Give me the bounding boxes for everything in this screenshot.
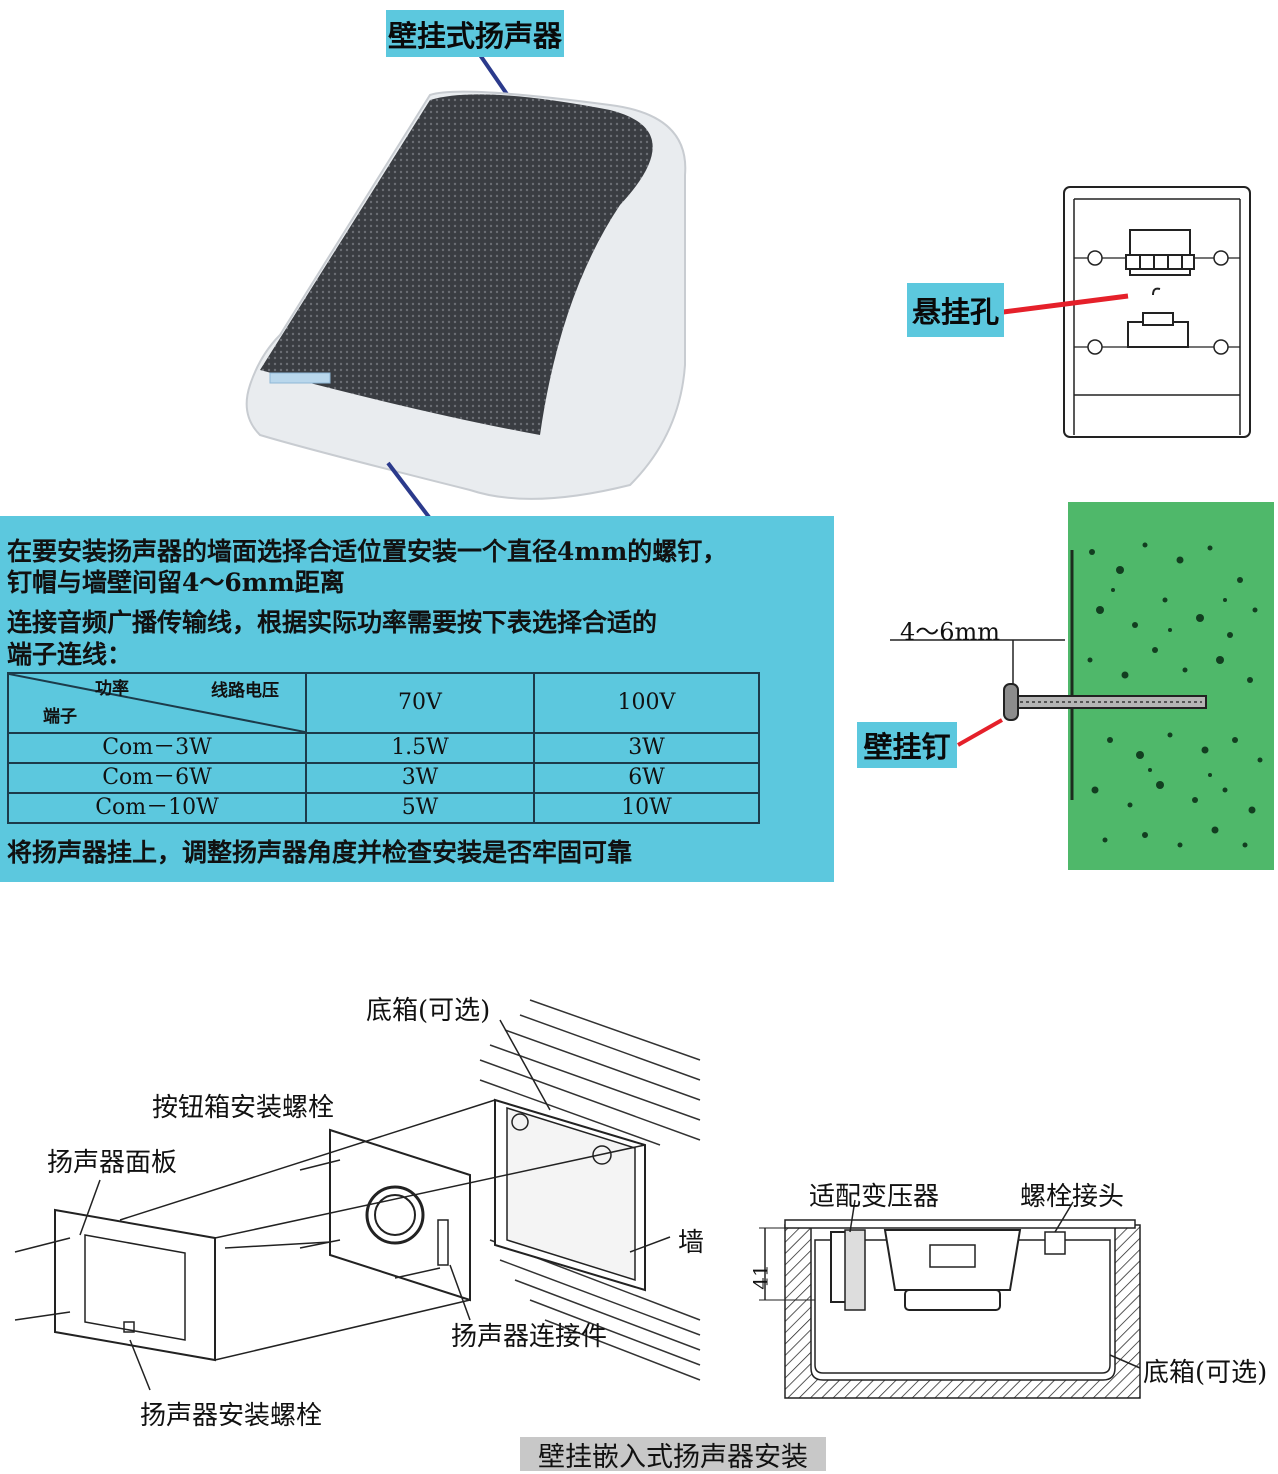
- table-cell: 3W: [305, 762, 535, 794]
- label-bolt-joint: 螺栓接头: [1020, 1182, 1125, 1212]
- header-voltage: 线路电压: [211, 681, 279, 701]
- table-cell: 3W: [533, 732, 760, 764]
- table-row: Com－3W 1.5W 3W: [7, 732, 760, 764]
- callout-wall-nail: 壁挂钉: [857, 722, 957, 768]
- speaker-back-view: [1063, 186, 1251, 438]
- instruction-line-2: 钉帽与墙壁间留4～6mm距离: [7, 568, 345, 597]
- callout-wall-speaker: 壁挂式扬声器: [386, 10, 564, 57]
- table-cell: Com－6W: [7, 762, 307, 794]
- label-depth: 41: [748, 1264, 773, 1290]
- table-row: Com－10W 5W 10W: [7, 792, 760, 824]
- table-cell: 1.5W: [305, 732, 535, 764]
- terminal-table: 功率 线路电压 端子 70V 100V Com－3W 1.5W 3W Com－6…: [7, 672, 760, 824]
- wall-nail-diagram: [890, 502, 1274, 870]
- instruction-line-4: 端子连线：: [7, 640, 133, 669]
- table-col-header: 100V: [533, 672, 760, 734]
- label-transformer: 适配变压器: [809, 1182, 940, 1212]
- header-terminal: 端子: [43, 707, 77, 727]
- label-speaker-connector: 扬声器连接件: [451, 1322, 608, 1352]
- speaker-illustration: [245, 55, 687, 525]
- label-speaker-panel: 扬声器面板: [47, 1148, 178, 1178]
- header-power: 功率: [95, 679, 129, 699]
- table-cell: Com－10W: [7, 792, 307, 824]
- table-cell: 10W: [533, 792, 760, 824]
- table-header-diagonal: 功率 线路电压 端子: [7, 672, 307, 734]
- embedded-section-drawing: [759, 1199, 1141, 1399]
- instruction-line-1: 在要安装扬声器的墙面选择合适位置安装一个直径4mm的螺钉，: [7, 537, 728, 566]
- label-back-box-section: 底箱(可选): [1143, 1358, 1268, 1388]
- figure-caption: 壁挂嵌入式扬声器安装: [520, 1437, 826, 1473]
- table-row: Com－6W 3W 6W: [7, 762, 760, 794]
- table-col-header: 70V: [305, 672, 535, 734]
- callout-hanging-hole: 悬挂孔: [907, 283, 1004, 337]
- leader-bottom: [386, 461, 437, 525]
- instruction-panel: 在要安装扬声器的墙面选择合适位置安装一个直径4mm的螺钉， 钉帽与墙壁间留4～6…: [0, 516, 834, 882]
- label-button-box-bolt: 按钮箱安装螺栓: [152, 1093, 335, 1123]
- table-cell: 5W: [305, 792, 535, 824]
- embedded-exploded-drawing: [14, 999, 701, 1391]
- table-cell: 6W: [533, 762, 760, 794]
- leader-hanging-hole: [1003, 293, 1129, 315]
- label-back-box: 底箱(可选): [366, 996, 491, 1026]
- wall-section: [1068, 502, 1274, 870]
- table-cell: Com－3W: [7, 732, 307, 764]
- gap-label: 4～6mm: [900, 618, 1001, 646]
- label-wall: 墙: [678, 1228, 705, 1258]
- label-speaker-bolt: 扬声器安装螺栓: [140, 1401, 323, 1431]
- instruction-line-3: 连接音频广播传输线，根据实际功率需要按下表选择合适的: [7, 608, 658, 637]
- instruction-footer: 将扬声器挂上，调整扬声器角度并检查安装是否牢固可靠: [7, 838, 633, 867]
